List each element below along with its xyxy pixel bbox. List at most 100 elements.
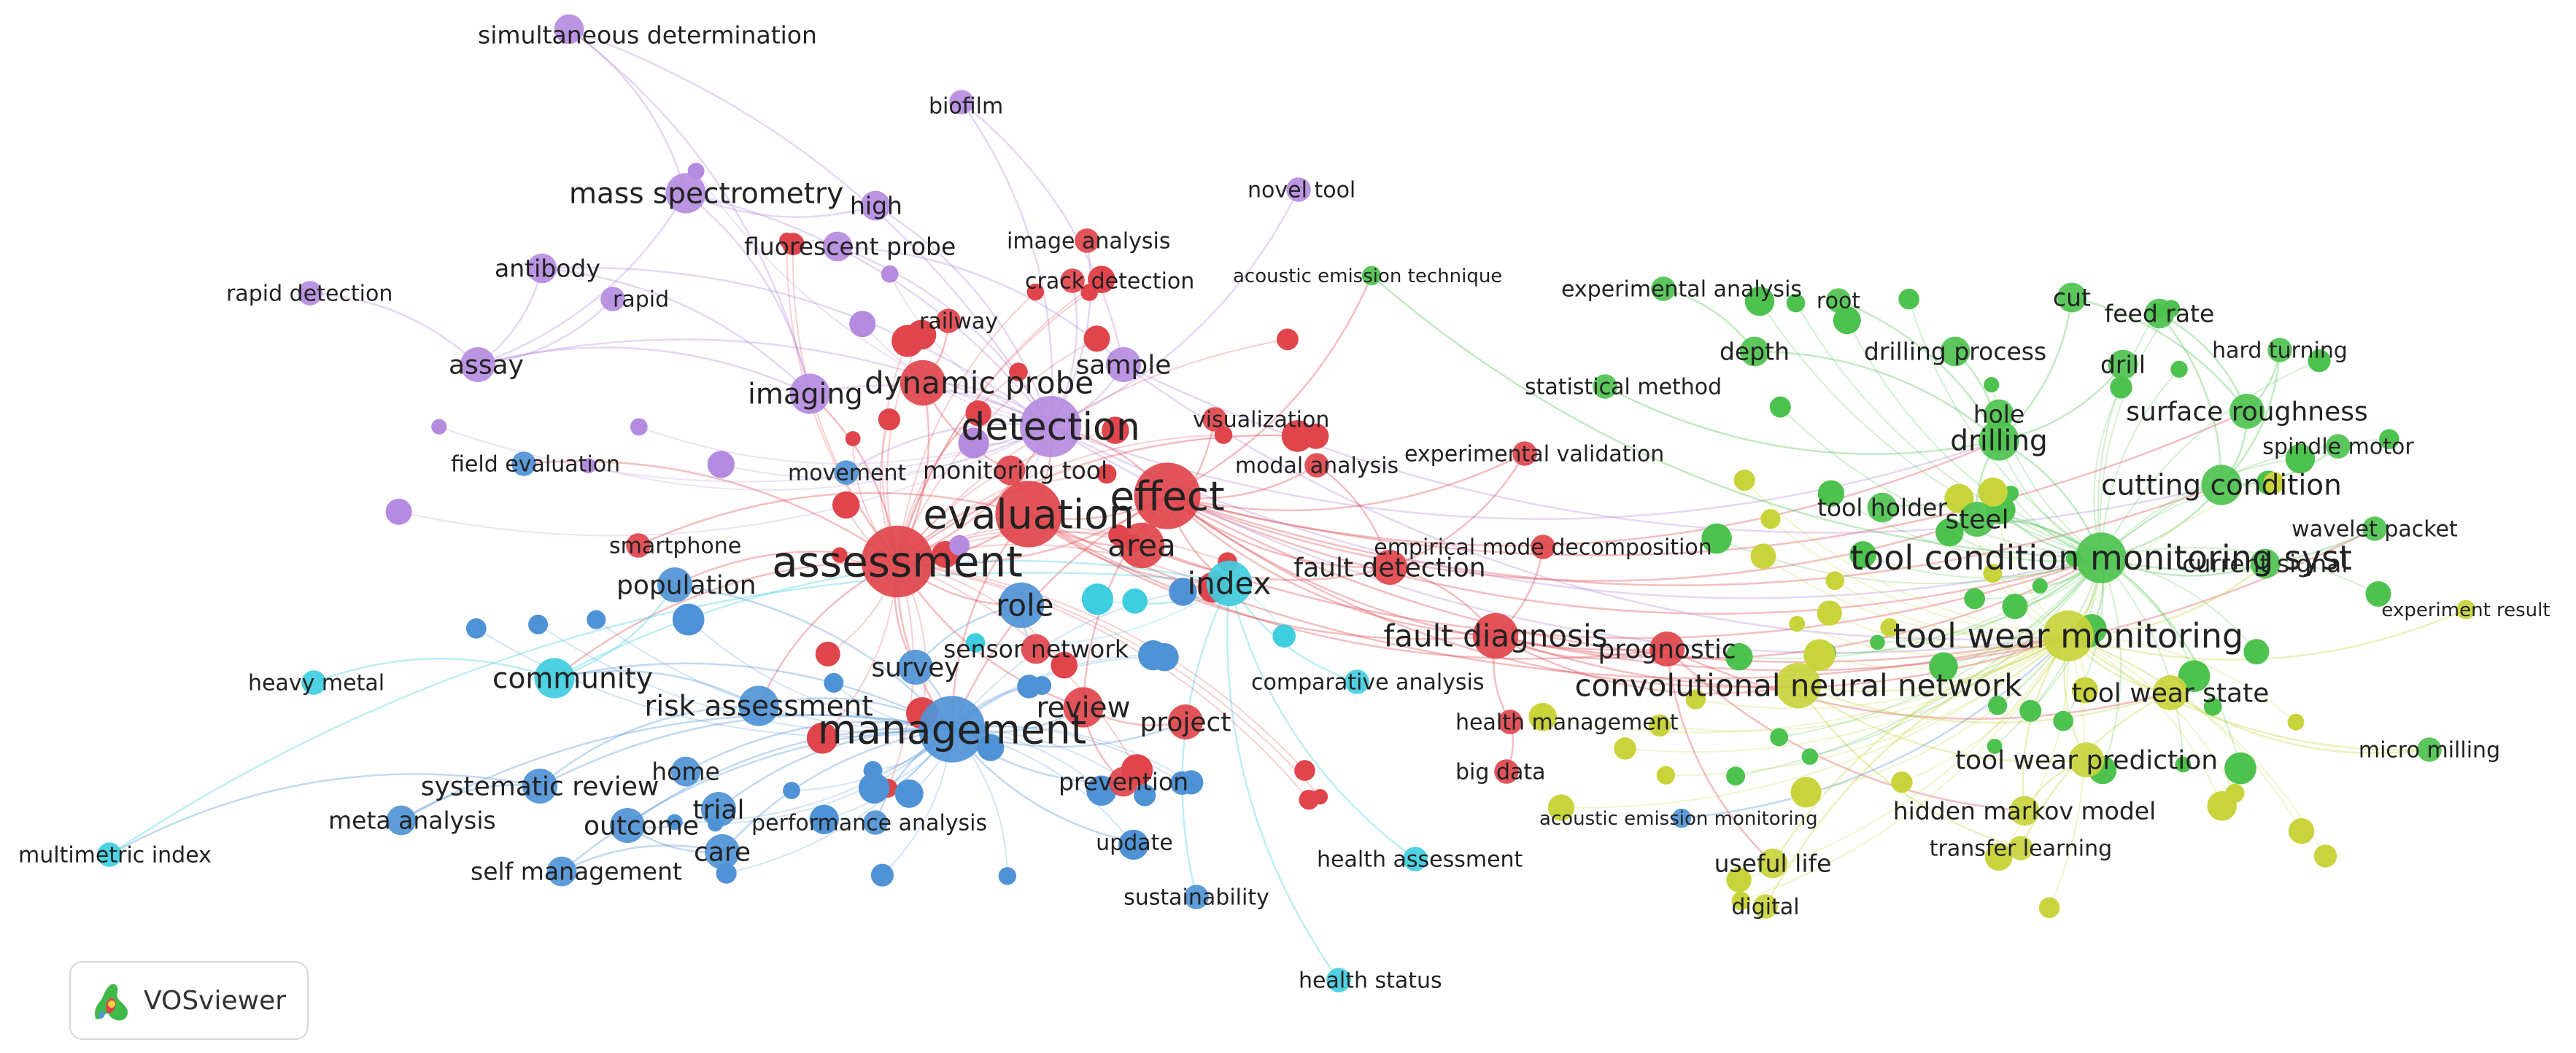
node-assessment[interactable] bbox=[861, 525, 934, 598]
minor-node-yellow[interactable] bbox=[1731, 891, 1751, 911]
minor-node-red[interactable] bbox=[1096, 464, 1117, 484]
label-convolutional-neural-network[interactable]: convolutional neural network bbox=[1574, 668, 2022, 704]
node-movement[interactable] bbox=[834, 460, 859, 485]
minor-node-purple[interactable] bbox=[949, 535, 970, 556]
node-tool-wear-state[interactable] bbox=[2153, 675, 2188, 710]
minor-node-red[interactable] bbox=[1294, 760, 1315, 781]
node-smartphone[interactable] bbox=[626, 533, 651, 558]
node-prevention[interactable] bbox=[1108, 766, 1139, 797]
minor-node-blue[interactable] bbox=[858, 772, 890, 804]
label-drill[interactable]: drill bbox=[2100, 351, 2146, 379]
node-high[interactable] bbox=[860, 190, 891, 221]
node-drilling[interactable] bbox=[1979, 420, 2019, 461]
minor-node-yellow[interactable] bbox=[1978, 477, 2008, 507]
node-project[interactable] bbox=[1168, 704, 1203, 739]
node-heavy-metal[interactable] bbox=[301, 670, 326, 695]
minor-node-green[interactable] bbox=[1725, 642, 1753, 671]
minor-node-blue[interactable] bbox=[666, 814, 683, 831]
minor-node-yellow[interactable] bbox=[1817, 600, 1842, 626]
node-cut[interactable] bbox=[2057, 282, 2087, 313]
node-hole[interactable] bbox=[1984, 399, 2014, 430]
node-tool-wear-prediction[interactable] bbox=[2069, 742, 2104, 777]
minor-node-yellow[interactable] bbox=[1984, 843, 2013, 871]
label-systematic-review[interactable]: systematic review bbox=[421, 772, 660, 802]
node-digital[interactable] bbox=[1753, 894, 1778, 919]
node-performance-analysis[interactable] bbox=[863, 810, 888, 835]
minor-node-red[interactable] bbox=[845, 431, 861, 446]
node-surface-roughness[interactable] bbox=[2229, 394, 2264, 429]
node-experimental-analysis[interactable] bbox=[1651, 276, 1676, 301]
node-health-assessment[interactable] bbox=[1403, 847, 1428, 871]
node-sustainability[interactable] bbox=[1184, 885, 1209, 909]
minor-node-green[interactable] bbox=[2170, 360, 2188, 378]
node-outcome[interactable] bbox=[610, 808, 645, 843]
node-hidden-markov-model[interactable] bbox=[2009, 796, 2040, 826]
node-statistical-method[interactable] bbox=[1593, 374, 1617, 399]
minor-node-yellow[interactable] bbox=[2038, 897, 2060, 918]
node-area[interactable] bbox=[1118, 522, 1165, 569]
label-experimental-analysis[interactable]: experimental analysis bbox=[1561, 277, 1802, 303]
label-cutting-condition[interactable]: cutting condition bbox=[2101, 470, 2342, 502]
label-experiment-result[interactable]: experiment result bbox=[2381, 599, 2550, 621]
label-tool-wear-monitoring[interactable]: tool wear monitoring bbox=[1893, 616, 2243, 656]
minor-node-blue[interactable] bbox=[809, 804, 839, 835]
label-crack-detection[interactable]: crack detection bbox=[1025, 269, 1194, 295]
label-sensor-network[interactable]: sensor network bbox=[943, 635, 1129, 664]
label-trial[interactable]: trial bbox=[693, 796, 745, 825]
node-community[interactable] bbox=[534, 658, 575, 699]
node-multimetric-index[interactable] bbox=[97, 842, 122, 867]
minor-node-blue[interactable] bbox=[1134, 784, 1156, 807]
label-project[interactable]: project bbox=[1140, 708, 1231, 738]
node-update[interactable] bbox=[1122, 830, 1147, 855]
minor-node-green[interactable] bbox=[1701, 523, 1732, 554]
label-modal-analysis[interactable]: modal analysis bbox=[1235, 454, 1399, 479]
node-care[interactable] bbox=[705, 834, 740, 869]
minor-node-red[interactable] bbox=[1088, 265, 1115, 294]
minor-node-cyan[interactable] bbox=[965, 633, 986, 653]
node-visualization[interactable] bbox=[1202, 407, 1227, 432]
label-spindle-motor[interactable]: spindle motor bbox=[2262, 435, 2414, 460]
minor-node-green[interactable] bbox=[1984, 377, 2000, 393]
minor-node-green[interactable] bbox=[1898, 288, 1919, 310]
node-novel-tool[interactable] bbox=[1286, 177, 1311, 202]
minor-node-blue[interactable] bbox=[824, 672, 844, 693]
node-fault-detection[interactable] bbox=[1372, 550, 1407, 585]
minor-node-yellow[interactable] bbox=[2263, 472, 2285, 494]
minor-node-red[interactable] bbox=[878, 408, 900, 431]
label-tool-holder[interactable]: tool holder bbox=[1817, 494, 1948, 522]
label-multimetric-index[interactable]: multimetric index bbox=[18, 843, 212, 869]
label-dynamic-probe[interactable]: dynamic probe bbox=[865, 365, 1094, 401]
node-trial[interactable] bbox=[701, 792, 736, 827]
minor-node-yellow[interactable] bbox=[2207, 790, 2237, 821]
minor-node-yellow[interactable] bbox=[1614, 737, 1636, 760]
label-heavy-metal[interactable]: heavy metal bbox=[248, 671, 384, 696]
node-population[interactable] bbox=[657, 567, 692, 602]
label-imaging[interactable]: imaging bbox=[748, 378, 863, 411]
minor-node-green[interactable] bbox=[2379, 429, 2399, 449]
node-depth[interactable] bbox=[1739, 336, 1770, 367]
node-detection[interactable] bbox=[1020, 396, 1081, 457]
node-sample[interactable] bbox=[1106, 347, 1141, 382]
label-biofilm[interactable]: biofilm bbox=[929, 94, 1003, 120]
node-comparative-analysis[interactable] bbox=[1345, 669, 1369, 694]
label-novel-tool[interactable]: novel tool bbox=[1248, 178, 1355, 203]
minor-node-yellow[interactable] bbox=[2071, 677, 2098, 704]
node-experiment-result[interactable] bbox=[2456, 599, 2476, 620]
label-movement[interactable]: movement bbox=[788, 461, 906, 486]
label-detection[interactable]: detection bbox=[961, 405, 1140, 449]
label-surface-roughness[interactable]: surface roughness bbox=[2126, 397, 2368, 427]
minor-node-yellow[interactable] bbox=[1528, 702, 1557, 731]
minor-node-yellow[interactable] bbox=[1880, 618, 1899, 637]
minor-node-yellow[interactable] bbox=[1648, 714, 1671, 737]
node-field-evaluation[interactable] bbox=[511, 451, 536, 476]
node-micro-milling[interactable] bbox=[2417, 737, 2442, 762]
minor-node-yellow[interactable] bbox=[2313, 844, 2337, 868]
label-meta-analysis[interactable]: meta analysis bbox=[328, 807, 496, 835]
label-fault-diagnosis[interactable]: fault diagnosis bbox=[1383, 618, 1607, 654]
label-community[interactable]: community bbox=[492, 663, 653, 696]
minor-node-green[interactable] bbox=[1786, 293, 1806, 313]
label-effect[interactable]: effect bbox=[1110, 473, 1224, 519]
minor-node-blue[interactable] bbox=[1150, 643, 1179, 672]
label-image-analysis[interactable]: image analysis bbox=[1007, 229, 1170, 254]
minor-node-green[interactable] bbox=[1849, 541, 1877, 568]
